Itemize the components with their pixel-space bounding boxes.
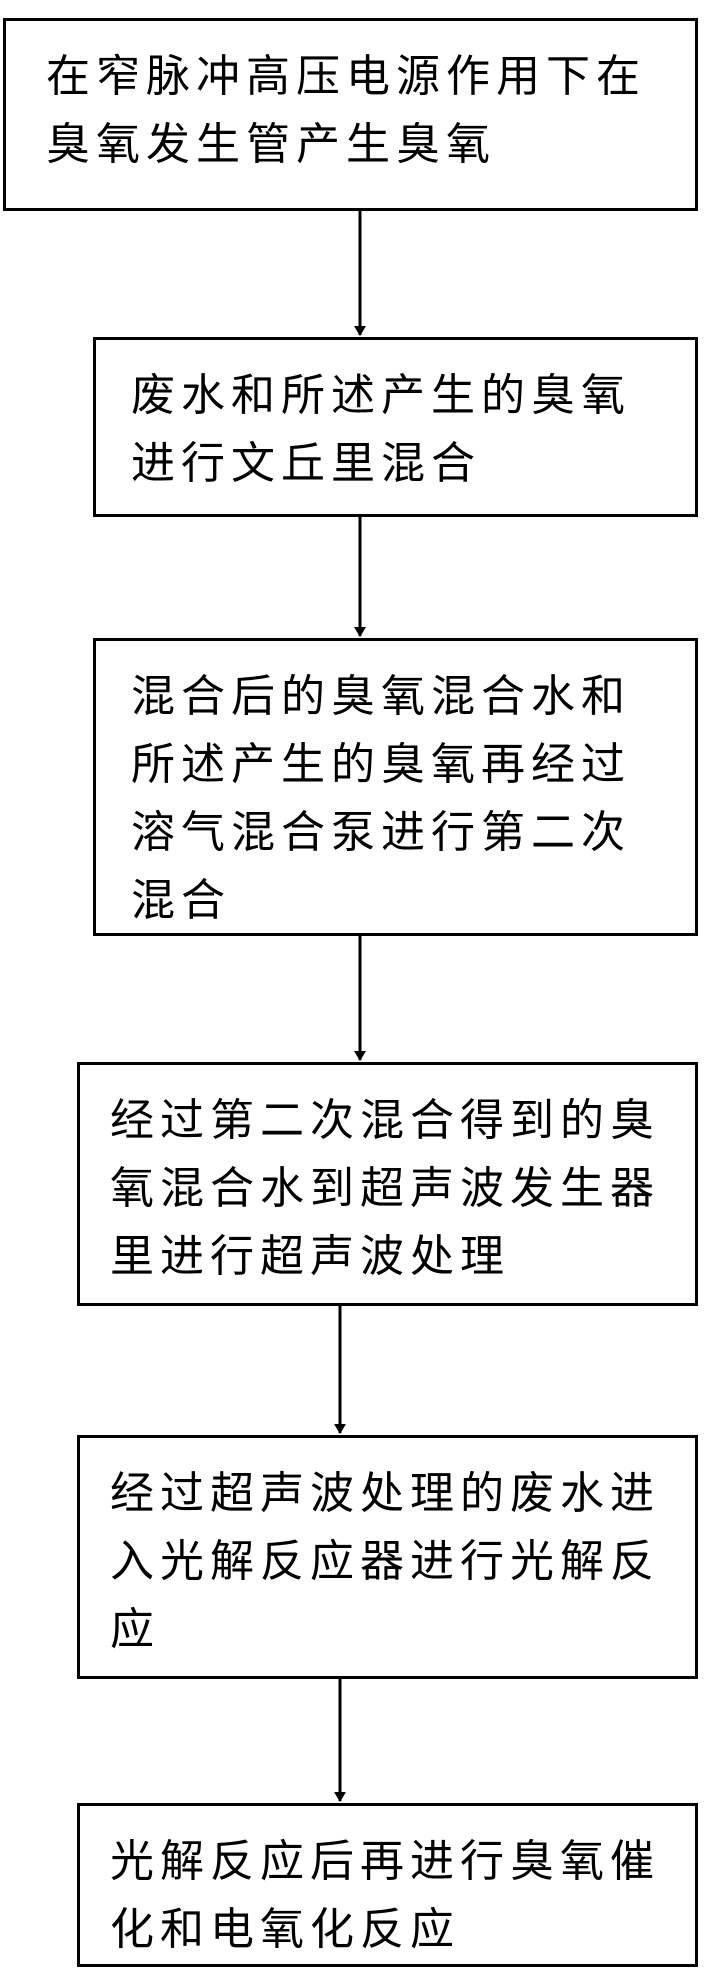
- step-4-text: 经过第二次混合得到的臭氧混合水到超声波发生器里进行超声波处理: [110, 1095, 660, 1282]
- step-4-ultrasonic-treatment-box: 经过第二次混合得到的臭氧混合水到超声波发生器里进行超声波处理: [77, 1062, 698, 1306]
- step-3-text: 混合后的臭氧混合水和所述产生的臭氧再经过溶气混合泵进行第二次混合: [131, 671, 631, 926]
- step-6-text: 光解反应后再进行臭氧催化和电氧化反应: [110, 1836, 660, 1955]
- step-1-ozone-generation-box: 在窄脉冲高压电源作用下在臭氧发生管产生臭氧: [3, 18, 698, 211]
- step-5-photolysis-box: 经过超声波处理的废水进入光解反应器进行光解反应: [77, 1435, 698, 1679]
- step-5-text: 经过超声波处理的废水进入光解反应器进行光解反应: [110, 1468, 660, 1655]
- step-6-catalysis-electrooxidation-box: 光解反应后再进行臭氧催化和电氧化反应: [77, 1803, 698, 1967]
- step-1-text: 在窄脉冲高压电源作用下在臭氧发生管产生臭氧: [46, 51, 646, 170]
- step-3-secondary-mixing-box: 混合后的臭氧混合水和所述产生的臭氧再经过溶气混合泵进行第二次混合: [93, 638, 698, 936]
- step-2-text: 废水和所述产生的臭氧进行文丘里混合: [131, 370, 631, 489]
- step-2-venturi-mixing-box: 废水和所述产生的臭氧进行文丘里混合: [93, 337, 698, 517]
